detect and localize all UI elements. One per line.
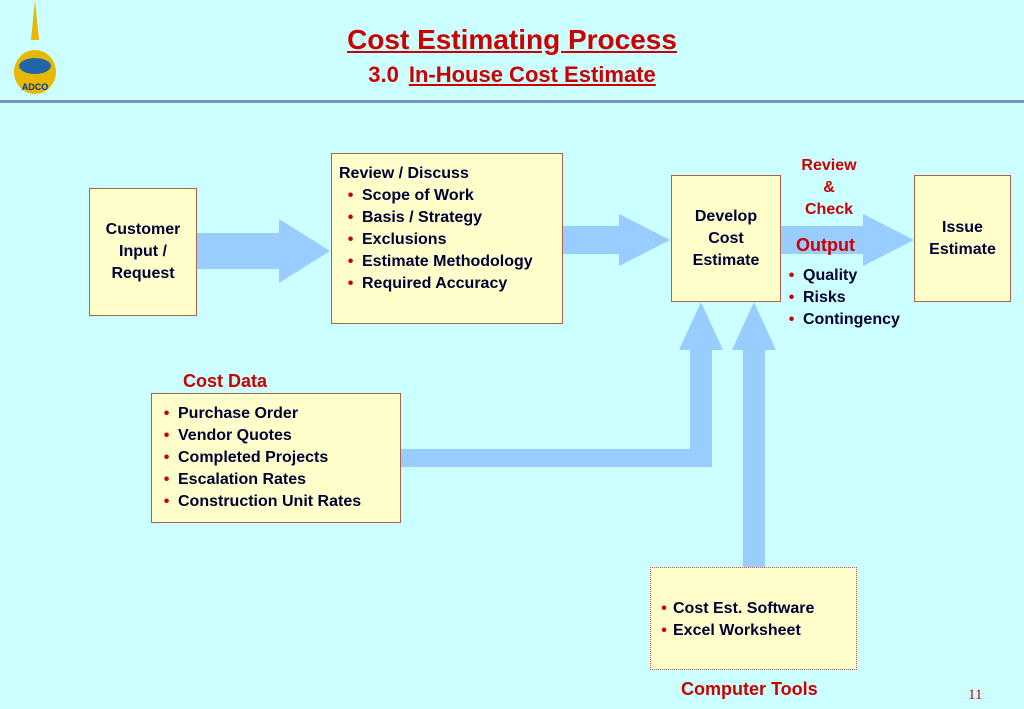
customer-line-3: Request [111,265,175,282]
review-item: Required Accuracy [362,275,508,292]
list-item: • Estimate Methodology [339,251,562,273]
logo-spire [31,0,39,40]
list-item: • Quality [780,265,900,287]
list-item: • Vendor Quotes [155,425,400,447]
review-check-line-1: Review [801,157,857,174]
bullet-icon: • [788,289,795,306]
cost-data-list: • Purchase Order • Vendor Quotes • Complete… [155,403,400,513]
develop-line-2: Cost [708,229,744,247]
issue-line-1: Issue [942,218,983,236]
bullet-icon: • [347,187,354,204]
subtitle-text: In-House Cost Estimate [408,62,656,87]
computer-tools-item: Cost Est. Software [673,600,815,617]
bullet-icon: • [347,253,354,270]
output-list: • Quality • Risks • Contingency [780,265,900,331]
list-item: • Construction Unit Rates [155,491,400,513]
output-item: Risks [803,289,846,306]
list-item: • Completed Projects [155,447,400,469]
arrow-develop-to-issue [781,214,914,266]
cost-data-label: Cost Data [183,371,268,391]
cost-data-box: • Purchase Order • Vendor Quotes • Complete… [151,393,401,523]
cost-data-item: Completed Projects [178,449,329,466]
page-subtitle: 3.0 In-House Cost Estimate [0,62,1024,88]
review-item: Estimate Methodology [362,253,533,270]
cost-data-item: Construction Unit Rates [178,493,362,510]
list-item: • Excel Worksheet [655,620,856,642]
computer-tools-item: Excel Worksheet [673,622,801,639]
computer-tools-label: Computer Tools [681,679,818,699]
develop-line-3: Estimate [692,251,760,269]
review-list: • Scope of Work • Basis / Strategy • Exclus… [339,185,562,295]
review-item: Basis / Strategy [362,209,483,226]
list-item: • Cost Est. Software [655,598,856,620]
bullet-icon: • [347,231,354,248]
develop-line-1: Develop [694,207,758,225]
list-item: • Contingency [780,309,900,331]
bullet-icon: • [163,427,170,444]
customer-line-1: Customer [105,221,181,238]
review-heading: Review / Discuss [339,165,469,182]
issue-line-2: Estimate [929,240,996,258]
bullet-icon: • [347,209,354,226]
review-check-line-2: & [823,179,835,196]
bullet-icon: • [661,600,667,617]
bullet-icon: • [163,449,170,466]
bullet-icon: • [347,275,354,292]
output-item: Contingency [803,311,900,328]
customer-input-box: Customer Input / Request [89,188,197,316]
computer-tools-list: • Cost Est. Software • Excel Worksheet [655,598,856,642]
logo-text: ADCO [22,82,49,92]
output-item: Quality [803,267,858,284]
arrow-review-to-develop [563,214,670,266]
review-item: Scope of Work [362,187,474,204]
list-item: • Scope of Work [339,185,562,207]
bullet-icon: • [163,493,170,510]
list-item: • Risks [780,287,900,309]
arrow-customer-to-review [197,219,330,283]
issue-estimate-box: Issue Estimate [914,175,1011,302]
header-divider [0,100,1024,103]
review-check-line-3: Check [804,201,854,218]
customer-line-2: Input / [119,243,167,260]
bullet-icon: • [788,311,795,328]
adco-logo: ADCO [14,0,56,94]
cost-data-item: Vendor Quotes [178,427,292,444]
logo-band [19,58,51,74]
arrow-costdata-to-develop [401,302,723,467]
output-label: Output [796,235,855,255]
develop-estimate-box: Develop Cost Estimate [671,175,781,302]
bullet-icon: • [163,471,170,488]
list-item: • Escalation Rates [155,469,400,491]
arrow-tools-to-develop [732,302,776,567]
list-item: • Exclusions [339,229,562,251]
list-item: • Purchase Order [155,403,400,425]
review-item: Exclusions [362,231,447,248]
page-title: Cost Estimating Process [347,24,677,55]
review-discuss-box: Review / Discuss • Scope of Work • Basis /… [331,153,563,324]
bullet-icon: • [788,267,795,284]
page-number: 11 [968,687,983,703]
bullet-icon: • [163,405,170,422]
subtitle-number: 3.0 [368,62,399,87]
list-item: • Basis / Strategy [339,207,562,229]
cost-data-item: Escalation Rates [178,471,307,488]
list-item: • Required Accuracy [339,273,562,295]
bullet-icon: • [661,622,667,639]
computer-tools-box: • Cost Est. Software • Excel Worksheet [650,567,857,670]
review-check-label: Review & Check [789,155,869,221]
cost-data-item: Purchase Order [178,405,299,422]
